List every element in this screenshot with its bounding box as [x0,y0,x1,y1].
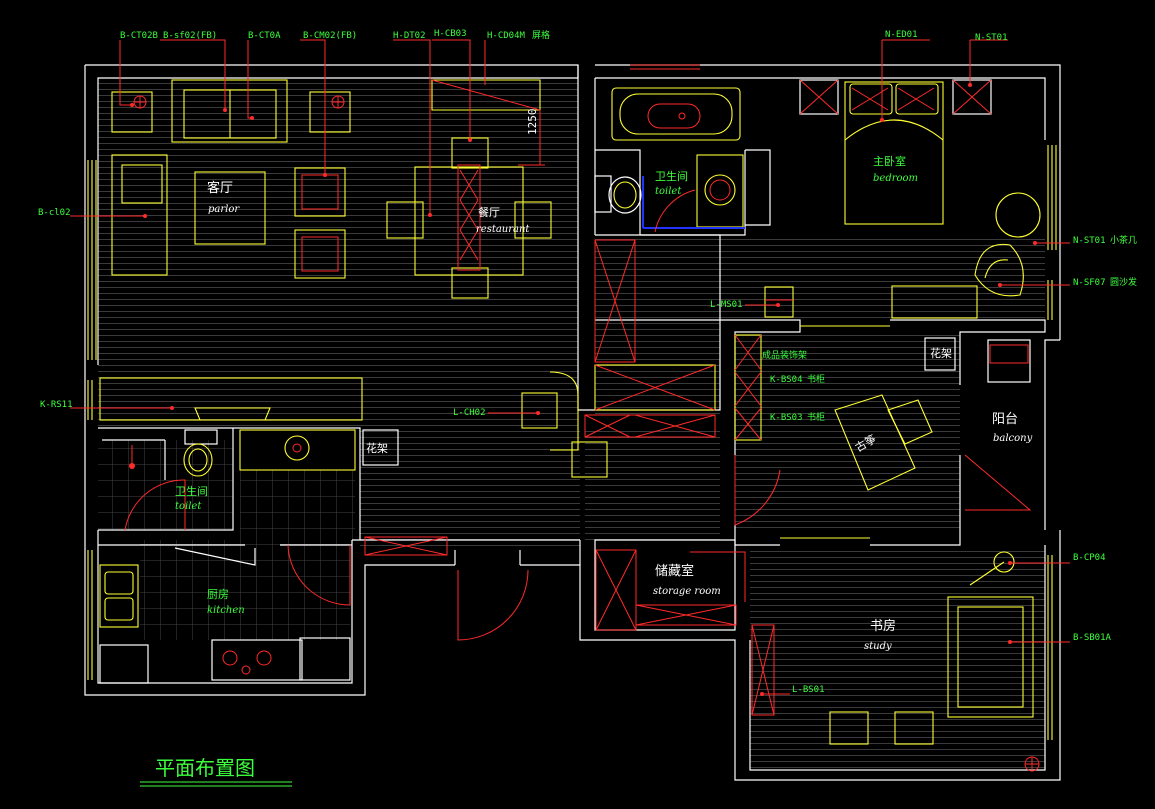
room-toilet2-cn: 卫生间 [655,169,688,183]
room-toilet2-en: toilet [655,186,682,197]
label-display-cn: 成品装饰架 [762,349,807,361]
room-kitchen-cn: 厨房 [207,588,229,601]
room-toilet1-en: toilet [175,501,202,512]
room-names: 客厅 parlor 餐厅 restaurant 卫生间 toilet 主卧室 b… [175,154,1033,652]
room-storage-cn: 储藏室 [655,563,694,579]
room-parlor-cn: 客厅 [207,180,233,196]
label-st01-top: N-ST01 [975,33,1008,43]
dimension-label: 1250 [526,109,539,136]
drawing-title: 平面布置图 [155,756,255,780]
leader-dots [130,83,1037,696]
label-flower-shelf-1: 花架 [366,442,388,455]
label-ct0a: B-CT0A [248,31,281,41]
label-ct02b: B-CT02B [120,31,158,41]
room-study-en: study [864,641,892,652]
study-furniture [521,337,1040,772]
leader-lines [70,39,1070,695]
label-bs03: K-BS03 [770,413,803,423]
room-restaurant-cn: 餐厅 [478,205,500,219]
room-bedroom-en: bedroom [873,173,918,184]
label-bs01: L-BS01 [792,685,825,695]
label-cd04m-cn: 屏格 [532,29,550,41]
label-bs03-cn: 书柜 [807,411,825,423]
label-sb01a: B-SB01A [1073,633,1112,643]
room-storage-en: storage room [653,586,721,597]
label-rs11: K-RS11 [40,400,73,410]
label-ms01: L-MS01 [710,300,743,310]
lower-left-fixtures [99,429,399,684]
walls [84,64,1061,781]
label-st01-right-cn: 小茶几 [1110,234,1137,246]
label-ch02: L-CH02 [453,408,486,418]
label-cm02: B-CM02(FB) [303,31,357,41]
label-sf07: N-SF07 [1073,278,1106,288]
room-restaurant-en: restaurant [476,224,530,235]
living-room-furniture [99,79,363,421]
bedroom-furniture [764,79,1041,319]
doors [124,454,1032,641]
drawing-title-block: 平面布置图 [140,756,292,787]
label-cl02: B-cl02 [38,208,71,218]
room-parlor-en: parlor [208,204,240,215]
label-dt02: H-DT02 [393,31,426,41]
label-ed01: N-ED01 [885,30,918,40]
room-study-cn: 书房 [870,618,896,634]
room-bedroom-cn: 主卧室 [873,154,906,168]
windows [87,64,1057,740]
label-st01-right: N-ST01 [1073,236,1106,246]
label-cp04: B-CP04 [1073,553,1106,563]
bathroom-top-furniture [594,87,745,233]
furniture-codes: B-CT02B B-sf02(FB) B-CT0A B-CM02(FB) H-D… [38,29,1137,695]
room-toilet1-cn: 卫生间 [175,484,208,498]
label-sf07-cn: 圆沙发 [1110,276,1137,288]
cabinets [364,239,775,716]
label-bs04: K-BS04 [770,375,803,385]
floor-hatch [98,78,1045,770]
label-cd04m: H-CD04M [487,31,526,41]
room-balcony-en: balcony [993,433,1033,444]
label-bs04-cn: 书柜 [807,373,825,385]
label-flower-shelf-2: 花架 [930,347,952,360]
room-balcony-cn: 阳台 [992,412,1018,427]
label-cb03: H-CB03 [434,29,467,39]
label-sf02: B-sf02(FB) [163,31,217,41]
room-kitchen-en: kitchen [207,605,245,616]
